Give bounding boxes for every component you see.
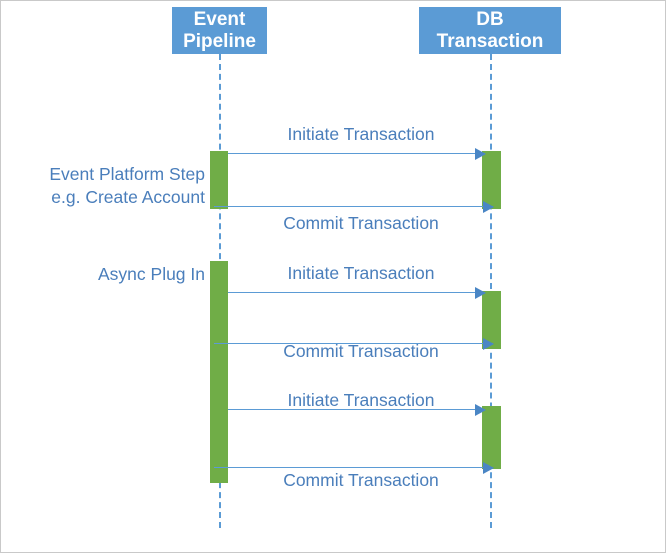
message-label-commit-2: Commit Transaction (283, 341, 439, 361)
arrowhead-right-icon (475, 287, 486, 299)
message-arrow-commit-3 (214, 462, 494, 474)
participant-db-transaction-line1: DB (476, 8, 504, 30)
arrowhead-right-icon (475, 404, 486, 416)
activation-bar-pipeline-1 (210, 151, 228, 209)
arrowhead-right-icon (483, 462, 494, 474)
message-label-initiate-3: Initiate Transaction (287, 390, 435, 410)
side-label-event-platform-step-line2: e.g. Create Account (51, 187, 205, 207)
message-arrow-initiate-2 (228, 287, 486, 299)
arrowhead-right-icon (475, 148, 486, 160)
side-label-event-platform-step: Event Platform Step e.g. Create Account (23, 163, 205, 209)
message-arrow-initiate-1 (228, 148, 486, 160)
participant-event-pipeline[interactable]: Event Pipeline (172, 7, 267, 54)
side-label-async-plug-in: Async Plug In (23, 263, 205, 286)
message-arrow-commit-1 (214, 201, 494, 213)
activation-bar-db-1 (482, 151, 501, 209)
activation-bar-pipeline-2 (210, 261, 228, 483)
participant-db-transaction[interactable]: DB Transaction (419, 7, 561, 54)
side-label-event-platform-step-line1: Event Platform Step (49, 164, 205, 184)
activation-bar-db-2 (482, 291, 501, 349)
message-label-initiate-2: Initiate Transaction (287, 263, 435, 283)
message-label-commit-1: Commit Transaction (283, 213, 439, 233)
activation-bar-db-3 (482, 406, 501, 469)
arrowhead-right-icon (483, 201, 494, 213)
message-arrow-initiate-3 (228, 404, 486, 416)
participant-db-transaction-line2: Transaction (436, 30, 544, 52)
participant-event-pipeline-line2: Pipeline (183, 30, 256, 52)
arrowhead-right-icon (483, 338, 494, 350)
message-label-commit-3: Commit Transaction (283, 470, 439, 490)
message-label-initiate-1: Initiate Transaction (287, 124, 435, 144)
participant-event-pipeline-line1: Event (193, 8, 246, 30)
message-arrow-commit-2 (214, 338, 494, 350)
side-label-async-plug-in-line1: Async Plug In (98, 264, 205, 284)
